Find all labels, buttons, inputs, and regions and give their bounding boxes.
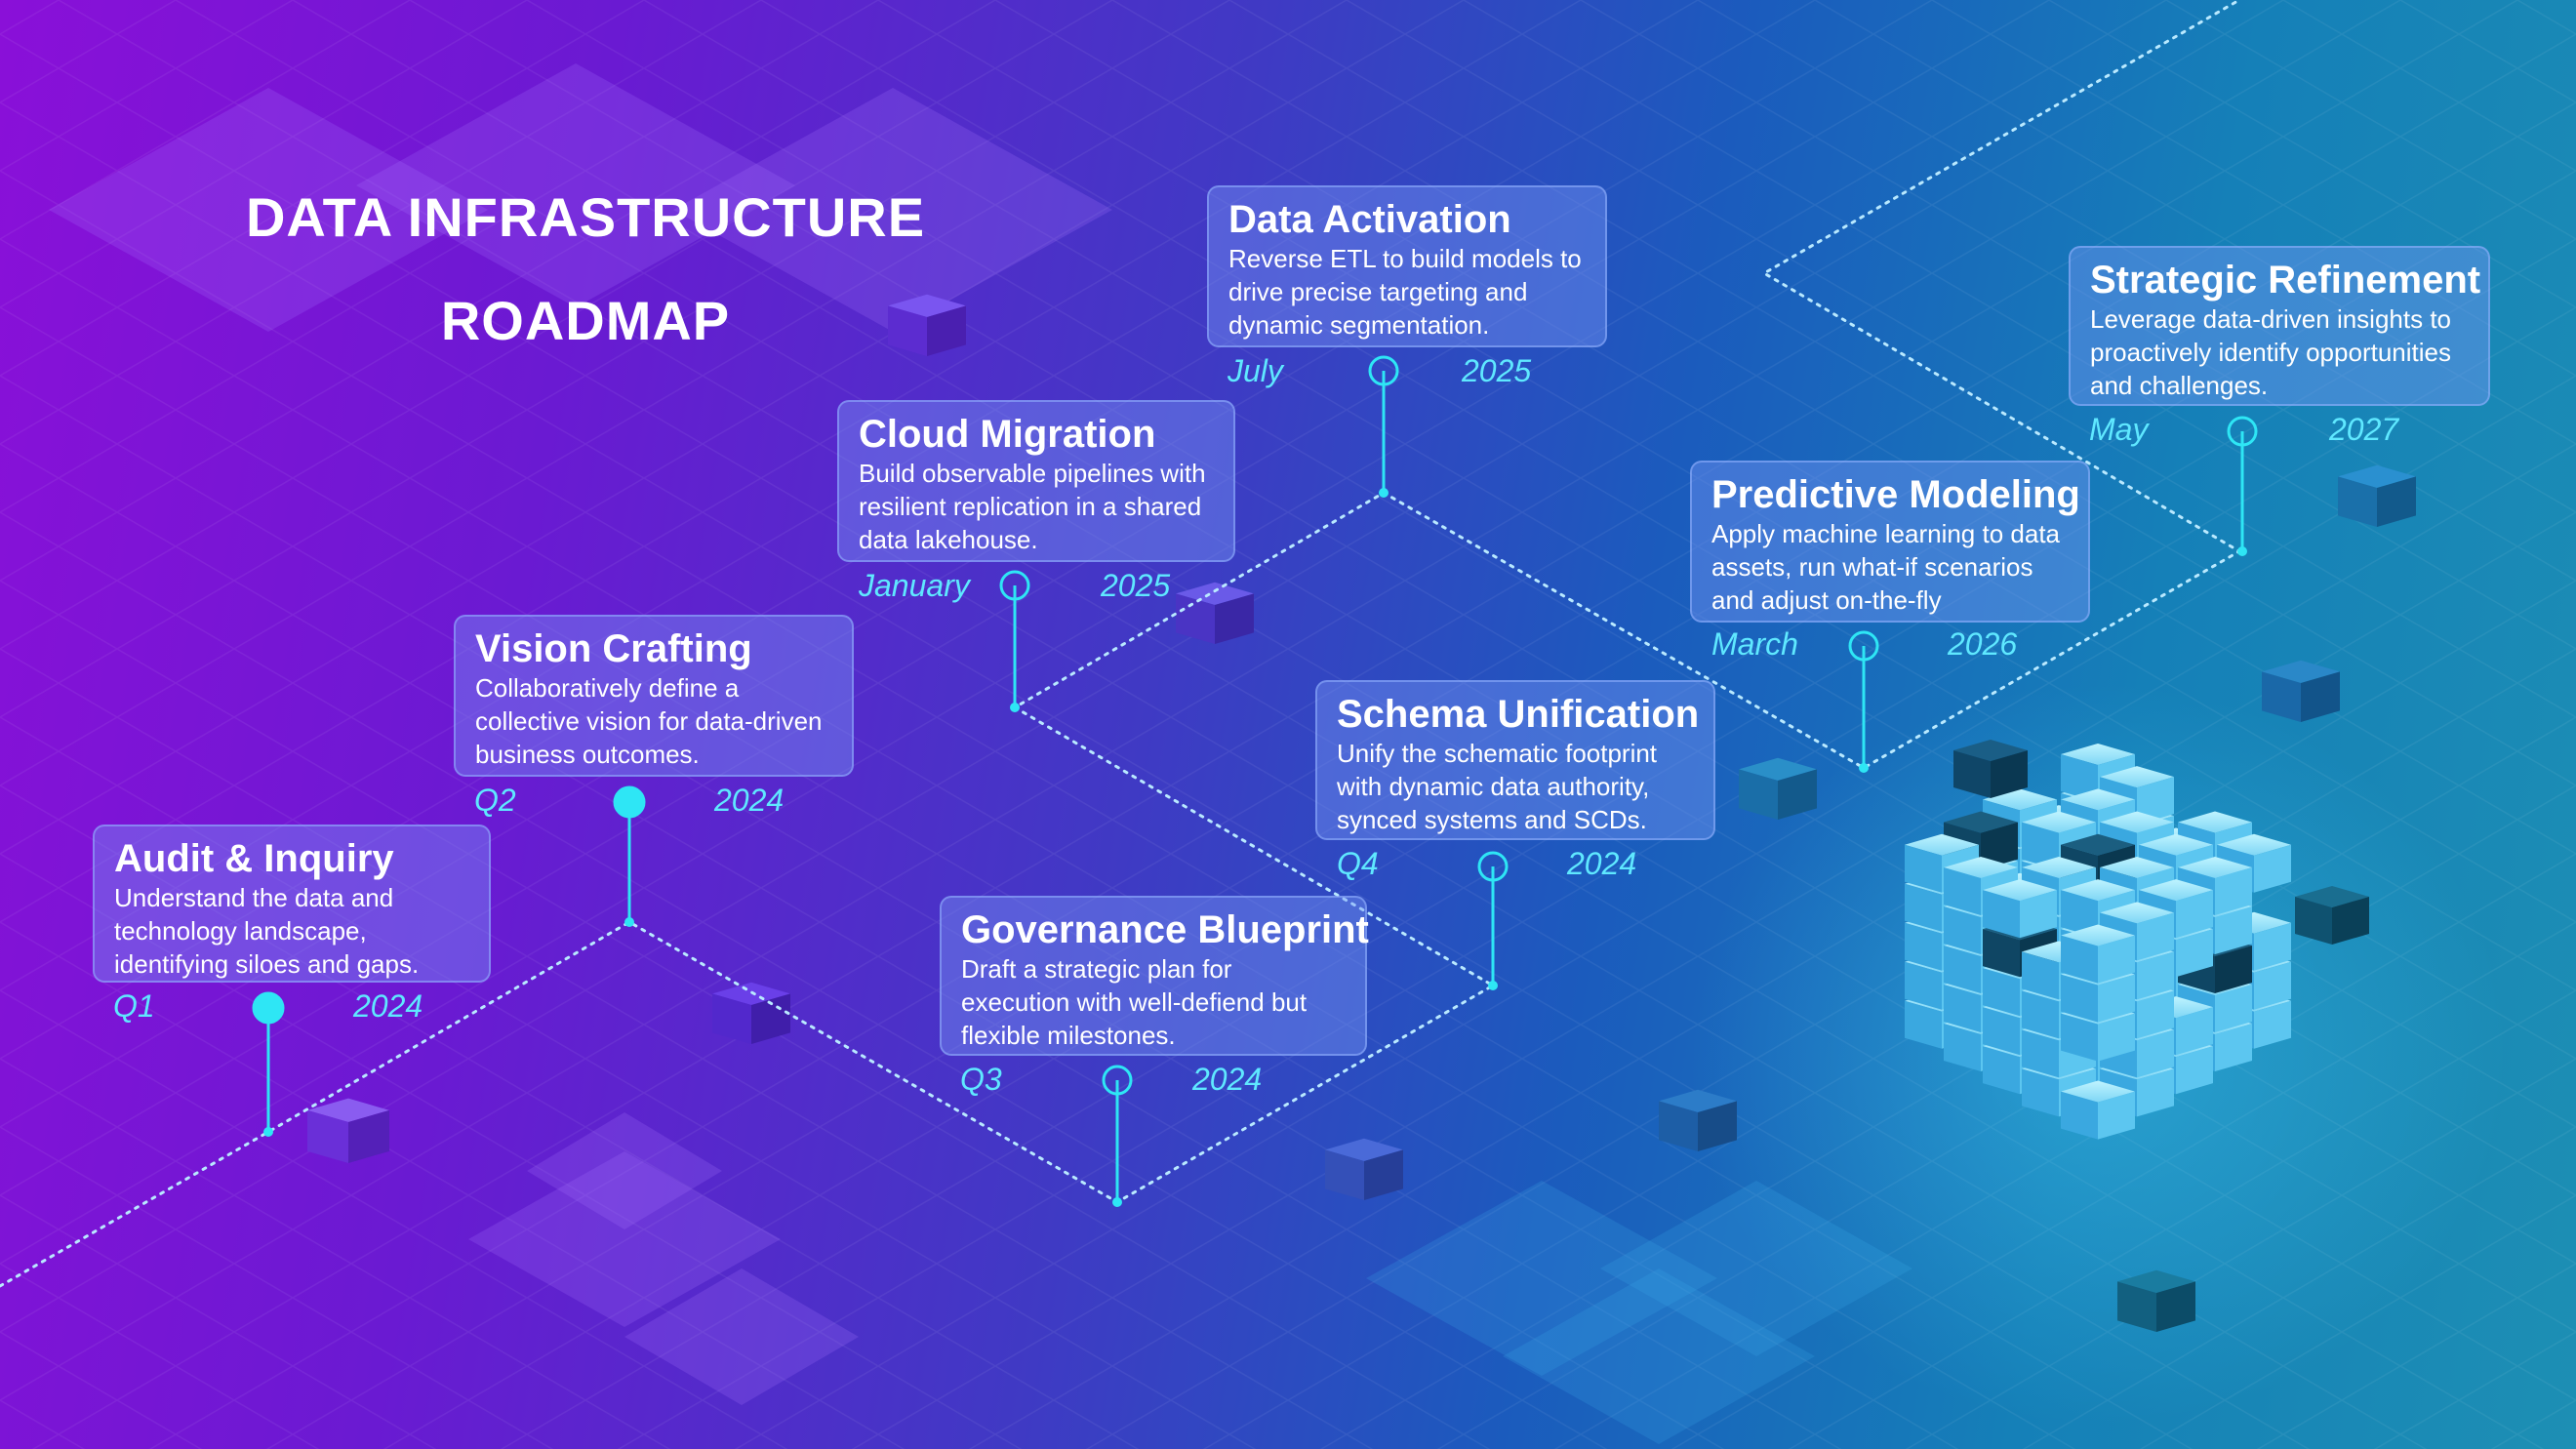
milestone-year: 2025 — [1462, 353, 1532, 388]
milestone-card-activation: Data Activation Reverse ETL to build mod… — [1207, 185, 1607, 347]
floating-cube-icon — [2262, 660, 2340, 722]
milestone-period: July — [1228, 353, 1283, 388]
milestone-description: Build observable pipelines with resilien… — [859, 459, 1206, 554]
milestone-description: Draft a strategic plan for execution wit… — [961, 954, 1308, 1050]
floating-cube-icon — [2117, 1269, 2195, 1332]
milestone-description: Leverage data-driven insights to proacti… — [2090, 304, 2452, 400]
milestone-marker-icon — [613, 785, 646, 819]
milestone-anchor-dot — [263, 1127, 273, 1137]
data-cube-cluster — [1905, 739, 2369, 1140]
milestone-period: March — [1711, 626, 1798, 662]
milestone-period: Q1 — [113, 988, 155, 1024]
milestone-period: Q3 — [960, 1062, 1002, 1097]
milestone-title: Governance Blueprint — [961, 908, 1369, 951]
milestone-card-cloud: Cloud Migration Build observable pipelin… — [837, 400, 1235, 562]
milestone-marker-icon — [2227, 416, 2258, 447]
title-line-1: DATA INFRASTRUCTURE — [245, 186, 926, 248]
data-cube-icon — [1983, 879, 2057, 939]
milestone-title: Data Activation — [1228, 198, 1511, 241]
milestone-marker-icon — [1477, 851, 1509, 882]
milestone-marker-icon — [1848, 630, 1879, 662]
milestone-marker-icon — [999, 570, 1030, 601]
milestone-description: Reverse ETL to build models to drive pre… — [1228, 244, 1582, 340]
milestone-description: Apply machine learning to data assets, r… — [1711, 519, 2061, 615]
milestone-period: Q2 — [474, 783, 516, 818]
milestone-title: Vision Crafting — [475, 627, 752, 670]
milestone-anchor-dot — [624, 917, 634, 927]
scattered-cubes — [307, 294, 2416, 1332]
milestone-year: 2027 — [2329, 412, 2399, 447]
milestone-card-audit: Audit & Inquiry Understand the data and … — [93, 825, 491, 983]
decorative-diamond-tiles — [49, 63, 1112, 1405]
milestone-title: Schema Unification — [1337, 693, 1700, 736]
floating-cube-icon — [1739, 757, 1817, 820]
milestone-year: 2025 — [1101, 568, 1171, 603]
milestone-year: 2024 — [353, 988, 423, 1024]
milestone-marker-icon — [1368, 355, 1399, 386]
data-cube-icon — [2061, 924, 2135, 984]
milestone-title: Strategic Refinement — [2090, 259, 2481, 302]
milestone-anchor-dot — [2237, 546, 2247, 556]
milestone-marker-icon — [252, 991, 285, 1025]
floating-cube-icon — [1325, 1138, 1403, 1200]
milestone-period: January — [859, 568, 970, 603]
milestone-card-schema: Schema Unification Unify the schematic f… — [1315, 680, 1715, 840]
milestone-year: 2024 — [714, 783, 785, 818]
milestone-anchor-dot — [1859, 763, 1869, 773]
milestone-anchor-dot — [1379, 488, 1389, 498]
loose-cube-icon — [1953, 739, 2028, 798]
milestone-period: Q4 — [1337, 846, 1379, 881]
floating-cube-icon — [1659, 1089, 1737, 1151]
milestone-anchor-dot — [1488, 981, 1498, 990]
loose-cube-icon — [2295, 885, 2369, 945]
page-title: DATA INFRASTRUCTURE ROADMAP — [156, 166, 1015, 373]
milestone-title: Predictive Modeling — [1711, 473, 2080, 516]
milestone-description: Unify the schematic footprint with dynam… — [1337, 739, 1658, 834]
milestone-year: 2026 — [1948, 626, 2018, 662]
milestone-card-vision: Vision Crafting Collaboratively define a… — [454, 615, 854, 777]
floating-cube-icon — [1176, 582, 1254, 644]
milestone-anchor-dot — [1112, 1197, 1122, 1207]
floating-cube-icon — [888, 294, 966, 356]
milestone-marker-icon — [1102, 1065, 1133, 1096]
milestone-description: Collaboratively define a collective visi… — [475, 673, 823, 769]
milestone-year: 2024 — [1192, 1062, 1263, 1097]
milestone-anchor-dot — [1010, 703, 1020, 712]
milestone-card-strategic: Strategic Refinement Leverage data-drive… — [2069, 246, 2490, 406]
milestone-year: 2024 — [1567, 846, 1637, 881]
milestone-period: May — [2089, 412, 2149, 447]
title-line-2: ROADMAP — [440, 290, 731, 351]
floating-cube-icon — [307, 1098, 389, 1163]
data-cube-icon — [2061, 1080, 2135, 1140]
milestone-card-governance: Governance Blueprint Draft a strategic p… — [940, 896, 1369, 1056]
floating-cube-icon — [2338, 464, 2416, 527]
timeline-path — [0, 0, 2258, 1288]
milestone-title: Cloud Migration — [859, 413, 1156, 456]
milestone-description: Understand the data and technology lands… — [114, 883, 420, 979]
milestone-card-predictive: Predictive Modeling Apply machine learni… — [1690, 461, 2090, 623]
milestone-title: Audit & Inquiry — [114, 837, 394, 880]
